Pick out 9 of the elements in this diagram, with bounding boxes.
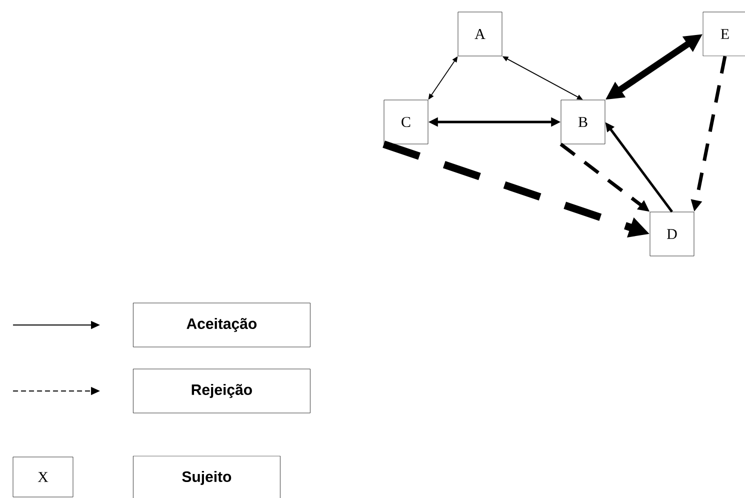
letter-box: A xyxy=(458,12,502,56)
letter-box: C xyxy=(384,100,428,144)
legend-label: Rejeição xyxy=(133,368,310,414)
legend-symbol-box: X xyxy=(12,456,74,498)
legend-label: Aceitação xyxy=(133,302,310,348)
legend-label: Sujeito xyxy=(133,456,280,498)
letter-box: E xyxy=(702,12,745,56)
letter-box: B xyxy=(560,100,606,144)
letter-box: D xyxy=(650,212,694,256)
